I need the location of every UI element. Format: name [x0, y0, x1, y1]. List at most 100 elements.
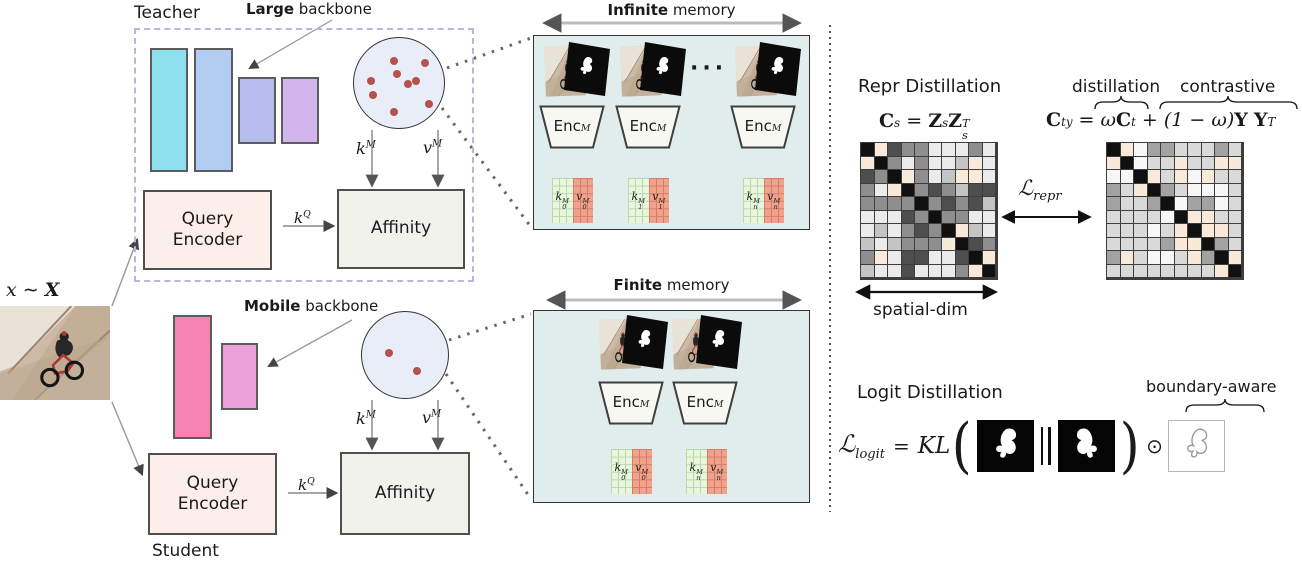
- matrix-cell: [1201, 197, 1214, 210]
- matrix-cell: [1201, 156, 1214, 169]
- matrix-cell: [1134, 224, 1147, 237]
- matrix-cell: [1161, 183, 1174, 196]
- matrix-cell: [969, 183, 982, 196]
- matrix-cell: [1174, 251, 1187, 264]
- matrix-cell: [969, 197, 982, 210]
- teacher-backbone-stage-3: [238, 77, 276, 144]
- matrix-cell: [1161, 237, 1174, 250]
- matrix-cell: [928, 210, 941, 223]
- arrow-input-to-student: [111, 401, 144, 477]
- matrix-cell: [955, 264, 968, 277]
- matrix-cell: [1228, 264, 1241, 277]
- matrix-cell: [1174, 237, 1187, 250]
- student-km-label: kM: [356, 409, 376, 428]
- matrix-cell: [942, 197, 955, 210]
- matrix-cell: [901, 264, 914, 277]
- matrix-cell: [861, 264, 874, 277]
- matrix-cell: [1120, 156, 1133, 169]
- matrix-cell: [982, 156, 995, 169]
- teacher-backbone-stage-4: [281, 77, 319, 144]
- odot-operator: ⊙: [1146, 434, 1163, 458]
- brace-contrastive: [1159, 95, 1298, 110]
- matrix-cell: [888, 210, 901, 223]
- matrix-cell: [1134, 264, 1147, 277]
- matrix-cell: [874, 237, 887, 250]
- matrix-cell: [915, 224, 928, 237]
- matrix-cell: [982, 183, 995, 196]
- matrix-cell: [1228, 197, 1241, 210]
- memory-frame-mask: [640, 40, 686, 98]
- matrix-cell: [888, 251, 901, 264]
- matrix-cell: [1147, 210, 1160, 223]
- matrix-cell: [901, 183, 914, 196]
- matrix-cell: [874, 156, 887, 169]
- boundary-aware-label: boundary-aware: [1146, 377, 1277, 396]
- matrix-cell: [955, 143, 968, 156]
- matrix-cell: [874, 224, 887, 237]
- memory-feature-dot: [393, 70, 401, 78]
- matrix-cell: [1107, 143, 1120, 156]
- matrix-cell: [901, 156, 914, 169]
- matrix-cell: [955, 170, 968, 183]
- matrix-cell: [901, 210, 914, 223]
- matrix-cell: [969, 251, 982, 264]
- matrix-cell: [915, 170, 928, 183]
- memory-feature-dot: [412, 77, 420, 85]
- matrix-cell: [1188, 210, 1201, 223]
- matrix-cell: [1107, 170, 1120, 183]
- matrix-cell: [874, 170, 887, 183]
- logit-distillation-title: Logit Distillation: [857, 382, 1003, 403]
- teacher-kq-label: kQ: [294, 209, 311, 227]
- matrix-cell: [1120, 237, 1133, 250]
- mobile-backbone-label: Mobile backbone: [244, 297, 379, 315]
- matrix-cell: [1174, 197, 1187, 210]
- matrix-cell: [1134, 183, 1147, 196]
- matrix-cell: [888, 143, 901, 156]
- matrix-cell: [861, 183, 874, 196]
- memory-feature-dot: [369, 91, 377, 99]
- student-affinity: Affinity: [340, 452, 470, 535]
- matrix-cell: [942, 170, 955, 183]
- matrix-cell: [888, 237, 901, 250]
- matrix-cell: [1188, 170, 1201, 183]
- matrix-cell: [861, 210, 874, 223]
- matrix-cell: [942, 156, 955, 169]
- matrix-cell: [1134, 170, 1147, 183]
- matrix-cell: [969, 170, 982, 183]
- matrix-cell: [1228, 237, 1241, 250]
- dotted-teacher-memory-bottom: [440, 107, 533, 228]
- matrix-cell: [955, 183, 968, 196]
- parallel-bars: [1040, 427, 1051, 465]
- infinite-memory-title: Infinite memory: [607, 1, 736, 19]
- boundary-mask-box: [1167, 420, 1225, 472]
- matrix-cell: [888, 224, 901, 237]
- matrix-cell: [1201, 251, 1214, 264]
- matrix-cell: [1134, 210, 1147, 223]
- matrix-cell: [874, 183, 887, 196]
- matrix-cell: [928, 143, 941, 156]
- matrix-cell: [928, 224, 941, 237]
- teacher-dashed-box: [134, 28, 474, 282]
- matrix-cell: [955, 210, 968, 223]
- memory-feature-dot: [367, 77, 375, 85]
- dotted-student-memory-bottom: [444, 373, 533, 500]
- matrix-cell: [1188, 251, 1201, 264]
- matrix-cell: [915, 251, 928, 264]
- arrow-input-to-teacher: [111, 237, 140, 307]
- matrix-cell: [915, 210, 928, 223]
- memory-feature-dot: [390, 57, 398, 65]
- matrix-cell: [955, 237, 968, 250]
- matrix-cell: [874, 210, 887, 223]
- matrix-cell: [1215, 156, 1228, 169]
- matrix-cell: [1215, 210, 1228, 223]
- matrix-cell: [942, 143, 955, 156]
- matrix-cell: [1228, 224, 1241, 237]
- spatial-dim-label: spatial-dim: [873, 300, 968, 320]
- matrix-cell: [1215, 224, 1228, 237]
- matrix-cell: [1147, 224, 1160, 237]
- matrix-cell: [1161, 143, 1174, 156]
- matrix-cell: [1161, 156, 1174, 169]
